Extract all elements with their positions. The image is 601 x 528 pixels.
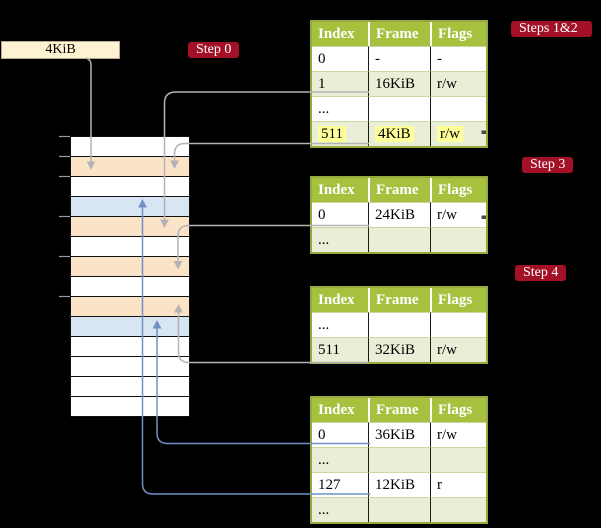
memory-column [70,136,190,417]
column-header: Index [312,398,368,422]
column-header: Index [312,22,368,46]
table-cell [430,447,486,472]
table-cell: - [430,46,486,71]
table-cell [368,447,430,472]
column-header: Flags [430,22,486,46]
memory-row [71,337,189,357]
table-cell: 0 [312,46,368,71]
memory-row [71,137,189,157]
table-cell: 1 [312,71,368,96]
table-cell: r [430,472,486,497]
column-header: Frame [368,398,430,422]
column-header: Flags [430,398,486,422]
step-0-badge: Step 0 [188,42,240,58]
table-row: ... [312,497,486,522]
table-cell: r/w [430,337,486,362]
memory-row [71,297,189,317]
memory-row [71,157,189,177]
table-cell: 36KiB [368,422,430,447]
table-cell: 0 [312,202,368,227]
memory-row [71,277,189,297]
table-cell [430,96,486,121]
step-4-badge: Step 4 [515,265,567,281]
memory-row [71,257,189,277]
table-cell: 0 [312,422,368,447]
table-cell [430,312,486,337]
step-3-badge: Step 3 [522,157,574,173]
memory-row [71,377,189,397]
table-cell [368,312,430,337]
table-cell: r/w [430,202,486,227]
memory-ticks [59,135,70,298]
table-cell: 24KiB [368,202,430,227]
memory-row [71,397,189,416]
column-header: Frame [368,288,430,312]
column-header: Flags [430,288,486,312]
memory-row [71,317,189,337]
table-row: ... [312,96,486,121]
table-row: 0-- [312,46,486,71]
table-cell: 127 [312,472,368,497]
table-cell: r/w [430,422,486,447]
table-cell: 32KiB [368,337,430,362]
table-cell: - [368,46,430,71]
table-cell [368,96,430,121]
table-cell [368,227,430,252]
table-cell: 4KiB [368,121,430,146]
memory-row [71,357,189,377]
column-header: Flags [430,178,486,202]
column-header: Index [312,288,368,312]
column-header: Frame [368,22,430,46]
table-cell: 16KiB [368,71,430,96]
column-header: Frame [368,178,430,202]
table-row: ... [312,227,486,252]
table-cell: 511 [312,337,368,362]
table-cell [430,227,486,252]
table-cell: 12KiB [368,472,430,497]
column-header: Index [312,178,368,202]
memory-row [71,197,189,217]
table-cell [368,497,430,522]
memory-row [71,177,189,197]
table-cell [430,497,486,522]
table-cell: 511 [312,121,368,146]
table-cell: ... [312,227,368,252]
table-cell: ... [312,96,368,121]
steps-1-2-badge: Steps 1&2 [511,21,592,37]
table-row: ... [312,447,486,472]
frame-size-label: 4KiB [1,41,120,59]
memory-row [71,217,189,237]
table-cell: r/w [430,71,486,96]
table-cell: ... [312,447,368,472]
table-cell: r/w [430,121,486,146]
table-cell: ... [312,312,368,337]
memory-row [71,237,189,257]
table-cell: ... [312,497,368,522]
table-row: ... [312,312,486,337]
